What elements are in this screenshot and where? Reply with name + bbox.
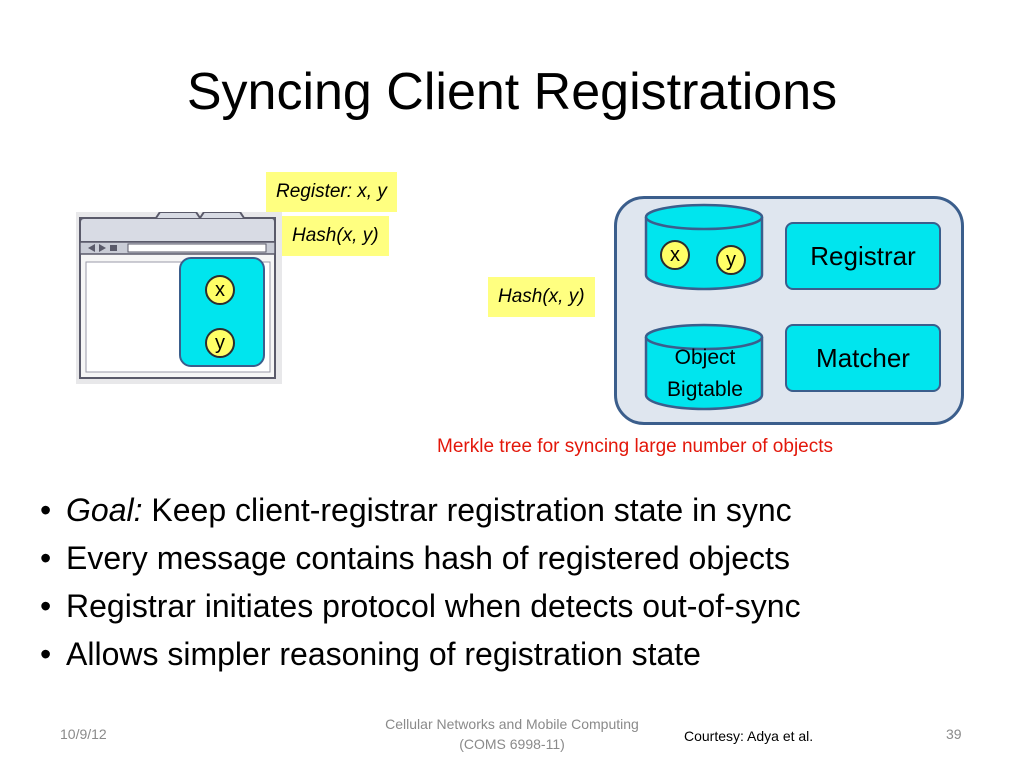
matcher-box: Matcher <box>785 324 941 392</box>
footer-date: 10/9/12 <box>60 726 107 742</box>
register-note: Register: x, y <box>266 172 397 212</box>
bullet-hash: •Every message contains hash of register… <box>40 540 790 576</box>
courtesy-note: Courtesy: Adya et al. <box>684 728 814 744</box>
merkle-caption: Merkle tree for syncing large number of … <box>437 436 834 457</box>
bullet-list: •Goal: Keep client-registrar registratio… <box>40 486 801 678</box>
client-object-y: y <box>205 328 235 358</box>
client-object-x: x <box>205 275 235 305</box>
registrar-box: Registrar <box>785 222 941 290</box>
store-object-y: y <box>716 245 746 275</box>
footer-course: Cellular Networks and Mobile Computing (… <box>385 716 639 752</box>
bullet-goal: •Goal: Keep client-registrar registratio… <box>40 492 792 528</box>
page-number: 39 <box>946 726 962 742</box>
bigtable-label: Object Bigtable <box>667 346 743 401</box>
object-bigtable-cylinder <box>644 323 764 411</box>
store-object-x: x <box>660 240 690 270</box>
bullet-reasoning: •Allows simpler reasoning of registratio… <box>40 636 701 672</box>
client-hash-note: Hash(x, y) <box>282 216 389 256</box>
server-hash-note: Hash(x, y) <box>488 277 595 317</box>
bullet-protocol: •Registrar initiates protocol when detec… <box>40 588 801 624</box>
slide-title: Syncing Client Registrations <box>186 63 838 121</box>
